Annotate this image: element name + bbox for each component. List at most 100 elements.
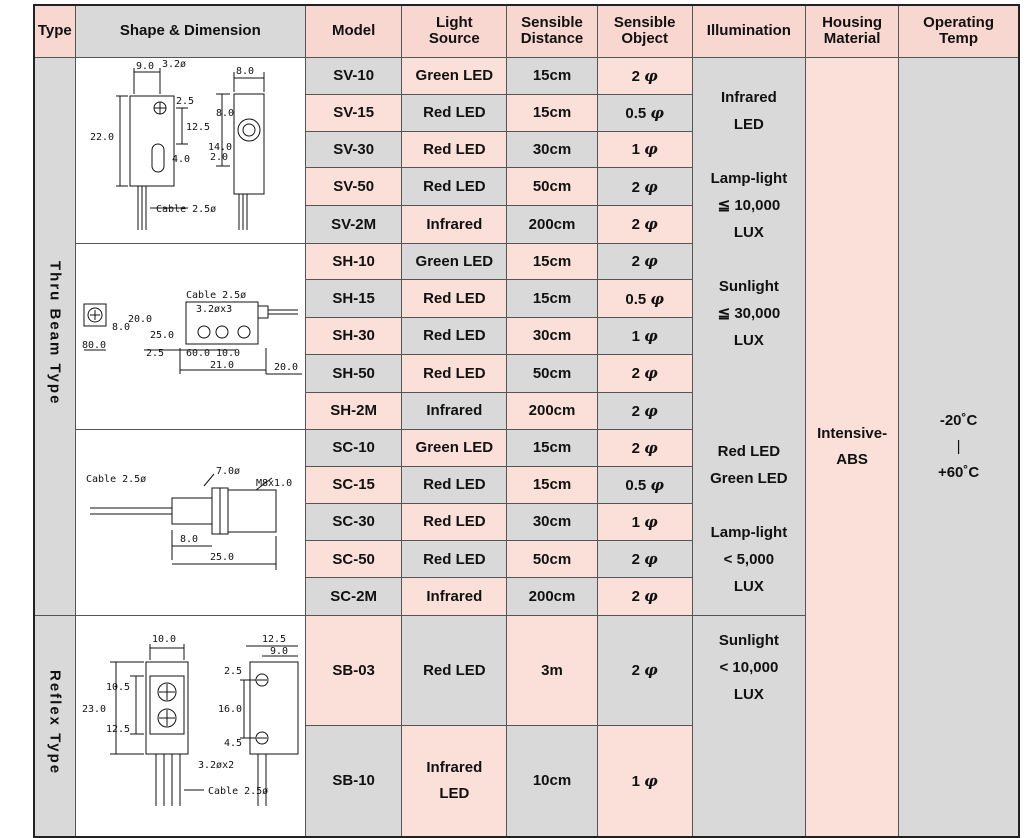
- sb-dim-23: 23.0: [82, 704, 106, 715]
- sv-dim-9: 9.0: [136, 61, 154, 72]
- distance-cell: 15cm: [532, 290, 572, 308]
- type-thru-beam-label: Thru Beam Type: [46, 261, 64, 406]
- model-cell: SH-15: [332, 290, 375, 308]
- object-cell: 2: [631, 402, 640, 420]
- phi-symbol: φ: [650, 289, 664, 308]
- light-source-cell: Red LED: [423, 661, 486, 679]
- header-temp: Operating Temp: [898, 4, 1020, 58]
- model-cell: SB-10: [332, 772, 375, 790]
- housing-material-text: Intensive- ABS: [817, 424, 888, 468]
- distance-cell: 200cm: [528, 402, 576, 420]
- illum-thru-4: ≦ 10,000: [717, 196, 781, 214]
- phi-symbol: φ: [650, 103, 664, 122]
- header-distance: Sensible Distance: [506, 4, 598, 58]
- table-row: SC-50 Red LED 50cm 2 φ: [34, 540, 1019, 578]
- operating-temp: -20˚C | +60˚C: [898, 56, 1020, 837]
- model-cell: SC-15: [332, 476, 375, 494]
- object-cell: 2: [631, 216, 640, 234]
- table-row: Cable 2.5ø 3.2øx3 20.0 8.0 25.0 80.0 2.5…: [34, 242, 1019, 430]
- light-source-cell: Red LED: [423, 513, 486, 531]
- phi-symbol: φ: [644, 661, 658, 680]
- light-source-cell: Red LED: [423, 178, 486, 196]
- header-light-source: Light Source: [401, 4, 508, 58]
- illum-reflex-0: Red LED: [717, 442, 781, 460]
- model-cell: SV-10: [333, 67, 375, 85]
- phi-symbol: φ: [644, 550, 658, 569]
- light-source-cell: Infrared: [426, 402, 483, 420]
- light-source-cell: Red LED: [423, 104, 486, 122]
- header-distance-text: Sensible Distance: [520, 14, 584, 48]
- distance-cell: 15cm: [532, 476, 572, 494]
- table-row: SH-2M Infrared 200cm 2 φ: [34, 391, 1019, 430]
- header-light-source-text: Light Source: [428, 14, 480, 48]
- phi-symbol: φ: [644, 364, 658, 383]
- object-cell: 2: [631, 67, 640, 85]
- distance-cell: 30cm: [532, 140, 572, 158]
- light-source-cell: Green LED: [415, 252, 494, 270]
- illum-reflex-3: Lamp-light: [710, 523, 788, 541]
- sv-cable-label: Cable 2.5ø: [156, 204, 216, 215]
- header-housing-text: Housing Material: [822, 14, 883, 48]
- table-row: SH-30 Red LED 30cm 1 φ: [34, 317, 1019, 355]
- light-source-cell: Infrared: [426, 587, 483, 605]
- model-cell: SB-03: [332, 661, 375, 679]
- distance-cell: 30cm: [532, 513, 572, 531]
- header-housing: Housing Material: [804, 4, 900, 58]
- object-cell: 1: [631, 513, 640, 531]
- sc-dimension-drawing: Cable 2.5ø 7.0ø M8x1.0 8.0 25.0: [86, 466, 292, 570]
- illumination-reflex-cell: [691, 614, 807, 837]
- table-row: SB-10 Infrared LED 10cm 1 φ: [34, 725, 1019, 837]
- phi-symbol: φ: [644, 771, 658, 790]
- model-cell: SV-2M: [331, 215, 377, 233]
- header-model: Model: [305, 4, 403, 58]
- phi-symbol: φ: [644, 326, 658, 345]
- object-cell: 2: [631, 178, 640, 196]
- sh-dim-25: 25.0: [150, 330, 174, 341]
- object-cell: 0.5: [625, 290, 647, 308]
- sb-dim-10-5: 10.5: [106, 682, 130, 693]
- table-row: SV-15 Red LED 15cm 0.5 φ: [34, 94, 1019, 132]
- phi-symbol: φ: [644, 512, 658, 531]
- light-source-cell: Red LED: [423, 476, 486, 494]
- sv-dim-12-5: 12.5: [186, 122, 210, 133]
- distance-cell: 3m: [541, 661, 563, 679]
- sv-dim-22: 22.0: [90, 132, 114, 143]
- illum-thru-9: LUX: [733, 331, 764, 349]
- light-source-cell: Red LED: [423, 140, 486, 158]
- object-cell: 2: [631, 439, 640, 457]
- phi-symbol: φ: [650, 475, 664, 494]
- sv-dim-hole: 3.2ø: [162, 59, 186, 70]
- sv-dimension-drawing: 9.0 3.2ø 8.0 2.5 8.0 12.5 22.0 14.0 2.0 …: [90, 59, 265, 230]
- table-row: Thru Beam Type: [33, 56, 1020, 837]
- distance-cell: 200cm: [528, 587, 576, 605]
- object-cell: 2: [631, 588, 640, 606]
- object-cell: 2: [631, 365, 640, 383]
- temp-high: +60˚C: [937, 463, 980, 481]
- object-cell: 0.5: [625, 476, 647, 494]
- sv-dim-14: 14.0: [208, 142, 232, 153]
- housing-material: Intensive- ABS: [804, 56, 900, 837]
- type-thru-beam: Thru Beam Type: [33, 56, 76, 616]
- sh-dim-10: 10.0: [216, 348, 240, 359]
- type-reflex: Reflex Type: [33, 614, 76, 837]
- sh-dim-8: 8.0: [112, 322, 130, 333]
- phi-symbol: φ: [644, 401, 658, 420]
- table-row: SC-30 Red LED 30cm 1 φ: [34, 502, 1019, 542]
- illum-thru-8: ≦ 30,000: [717, 304, 781, 322]
- model-cell: SC-2M: [330, 587, 377, 605]
- sc-dim-7: 7.0ø: [216, 466, 240, 477]
- illum-reflex-4: < 5,000: [723, 550, 775, 568]
- phi-symbol: φ: [644, 140, 658, 159]
- illum-reflex-8: < 10,000: [719, 658, 779, 676]
- model-cell: SH-10: [332, 252, 375, 270]
- illum-reflex-7: Sunlight: [718, 631, 779, 649]
- header-object: Sensible Object: [596, 4, 693, 58]
- model-cell: SH-30: [332, 327, 375, 345]
- illum-reflex-6: [693, 600, 805, 627]
- illum-reflex-5: LUX: [733, 577, 764, 595]
- object-cell: 0.5: [625, 104, 647, 122]
- distance-cell: 10cm: [532, 772, 572, 790]
- sc-cable-label: Cable 2.5ø: [86, 474, 146, 485]
- illum-reflex-2: [693, 492, 805, 519]
- model-cell: SH-50: [332, 364, 375, 382]
